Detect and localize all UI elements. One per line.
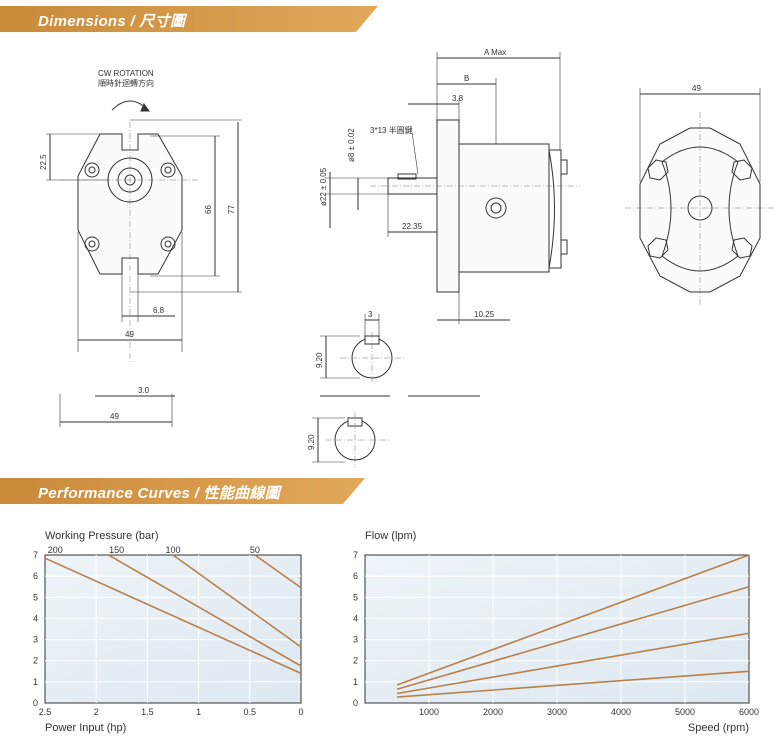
x-axis-title: Power Input (hp) (45, 722, 126, 734)
y-tick-label: 5 (353, 592, 358, 602)
x-tick-label: 2.5 (39, 707, 52, 717)
rotation-label: CW ROTATION (98, 69, 154, 78)
y-tick-label: 6 (33, 571, 38, 581)
x-tick-label: 3000 (547, 707, 567, 717)
x-axis-title: Speed (rpm) (688, 722, 749, 734)
dim-66: 66 (204, 205, 213, 214)
chart-title: Flow (lpm) (365, 530, 416, 542)
x-tick-label: 2 (94, 707, 99, 717)
x-tick-label: 5000 (675, 707, 695, 717)
y-tick-label: 7 (353, 550, 358, 560)
shaft-22-tol: ø22 ± 0.05 (319, 167, 328, 206)
y-tick-label: 5 (33, 592, 38, 602)
y-tick-label: 3 (353, 635, 358, 645)
rotation-label-zh: 順時針迴轉方向 (98, 78, 154, 88)
x-tick-label: 1.5 (141, 707, 154, 717)
series-line-1 (396, 554, 750, 686)
x-tick-label: 0.5 (244, 707, 257, 717)
dim-49-front: 49 (125, 330, 134, 339)
dimensions-title: Dimensions / 尺寸圖 (38, 13, 186, 30)
top-tick-label: 100 (165, 545, 180, 555)
series-line-4 (396, 670, 750, 698)
x-tick-label: 2000 (483, 707, 503, 717)
dim-49-rear: 49 (692, 84, 701, 93)
series-line-3 (396, 632, 750, 695)
side-key (397, 173, 417, 180)
dimension-drawing: CW ROTATION 順時針迴轉方向 22.5 66 77 6.8 49 49… (39, 48, 775, 468)
dim-49-lower: 49 (110, 412, 119, 421)
x-tick-label: 0 (298, 707, 303, 717)
side-flange (436, 119, 460, 293)
chart-title: Working Pressure (bar) (45, 530, 159, 542)
dim-9-20-b: 9.20 (307, 434, 316, 450)
key-spec: 3*13 半圓鍵 (370, 125, 413, 135)
chart-plot-area (44, 554, 302, 704)
dim-b: B (464, 74, 469, 83)
shaft-8-tol: ø8 ± 0.02 (347, 128, 356, 162)
y-tick-label: 2 (33, 656, 38, 666)
x-tick-label: 1 (196, 707, 201, 717)
y-tick-label: 4 (33, 613, 38, 623)
dim-22-35: 22.35 (402, 222, 423, 231)
y-tick-label: 6 (353, 571, 358, 581)
y-tick-label: 4 (353, 613, 358, 623)
dimensions-banner: Dimensions / 尺寸圖 (0, 6, 378, 32)
top-tick-label: 50 (250, 545, 260, 555)
y-tick-label: 1 (353, 677, 358, 687)
y-tick-label: 0 (353, 698, 358, 708)
y-tick-label: 2 (353, 656, 358, 666)
y-tick-label: 3 (33, 635, 38, 645)
x-tick-label: 6000 (739, 707, 759, 717)
dim-3: 3 (368, 310, 373, 319)
series-line-2 (396, 585, 750, 691)
performance-banner: Performance Curves / 性能曲線圖 (0, 478, 365, 504)
y-tick-label: 0 (33, 698, 38, 708)
series-line-4 (254, 554, 302, 589)
front-bolts (84, 162, 176, 252)
dim-6-8: 6.8 (153, 306, 165, 315)
x-tick-label: 4000 (611, 707, 631, 717)
rear-bolts (647, 159, 753, 259)
top-tick-label: 200 (48, 545, 63, 555)
dim-cut: 3.0 (138, 386, 150, 395)
y-tick-label: 1 (33, 677, 38, 687)
dim-10-25: 10.25 (474, 310, 495, 319)
y-tick-label: 7 (33, 550, 38, 560)
x-tick-label: 1000 (419, 707, 439, 717)
series-line-2 (108, 554, 302, 667)
dim-3-8: 3.8 (452, 94, 464, 103)
top-tick-label: 150 (109, 545, 124, 555)
dim-22-5: 22.5 (39, 154, 48, 170)
dim-9-20-a: 9.20 (315, 352, 324, 368)
series-line-1 (44, 557, 302, 675)
series-line-3 (172, 554, 302, 648)
dim-a-max: A Max (484, 48, 506, 57)
dim-77: 77 (227, 205, 236, 214)
side-body (458, 143, 550, 273)
performance-title: Performance Curves / 性能曲線圖 (38, 485, 281, 502)
rear-view-body (639, 127, 761, 293)
